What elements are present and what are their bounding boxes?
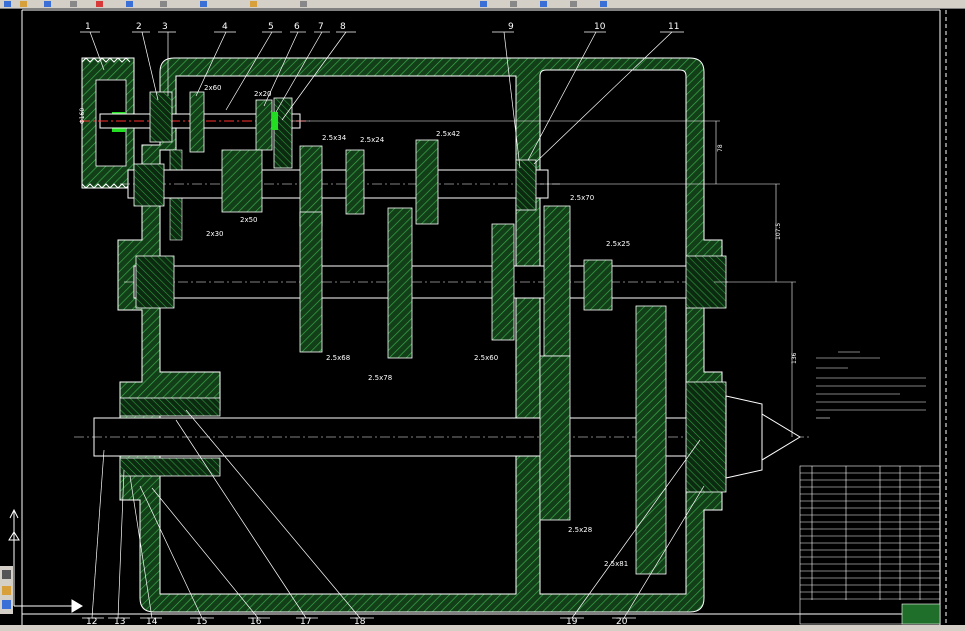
callout-number: 10 [594, 22, 606, 32]
toolbar-icon[interactable] [126, 1, 133, 7]
toolbar-icon[interactable] [250, 1, 257, 7]
callout-number: 8 [340, 22, 346, 32]
gear-label: 2.5x28 [568, 526, 592, 534]
toolbar-strip [0, 0, 965, 9]
toolbar-icon[interactable] [600, 1, 607, 7]
callout-number: 13 [114, 617, 125, 627]
toolbar-icon[interactable] [96, 1, 103, 7]
callout-number: 18 [354, 617, 366, 627]
callout-number: 7 [318, 22, 324, 32]
callout-number: 9 [508, 22, 514, 32]
toolbar-icon[interactable] [510, 1, 517, 7]
gear-label: 2.5x78 [368, 374, 392, 382]
callout-number: 6 [294, 22, 300, 32]
gear-label: 2.5x70 [570, 194, 594, 202]
toolbar-icon[interactable] [300, 1, 307, 7]
command-line-strip[interactable] [0, 625, 965, 631]
gear-label: 2.5x42 [436, 130, 460, 138]
callout-number: 20 [616, 617, 628, 627]
gear-label: 2.5x81 [604, 560, 628, 568]
gear-label: 2x50 [240, 216, 258, 224]
toolbar-icon[interactable] [20, 1, 27, 7]
technical-notes [816, 351, 926, 419]
gear-label: 2.5x25 [606, 240, 630, 248]
callout-number: 11 [668, 22, 679, 32]
toolbar-icon[interactable] [44, 1, 51, 7]
gear-label: 2.5x68 [326, 354, 350, 362]
ucs-axis-icon [8, 508, 83, 613]
gear-label: 2.5x60 [474, 354, 498, 362]
dimension-d1: Φ160 [79, 108, 86, 124]
shaft-1 [80, 91, 310, 169]
gear-spec-labels: 2x60 2x20 2x30 2x50 2.5x34 2.5x24 2.5x42… [204, 84, 630, 568]
toolbar-icon[interactable] [540, 1, 547, 7]
dimension-d3: 107.5 [775, 223, 782, 240]
tool-icon[interactable] [2, 586, 11, 595]
callout-number: 15 [196, 617, 207, 627]
callout-number: 14 [146, 617, 158, 627]
callout-number: 4 [222, 22, 228, 32]
shaft-3 [124, 205, 730, 359]
tool-icon[interactable] [2, 600, 11, 609]
toolbar-icon[interactable] [570, 1, 577, 7]
callout-number: 16 [250, 617, 262, 627]
dimension-d2: 78 [717, 144, 724, 152]
callout-number: 17 [300, 617, 311, 627]
toolbar-icon[interactable] [160, 1, 167, 7]
toolbar-icon[interactable] [200, 1, 207, 7]
parts-list-table [799, 465, 941, 625]
callout-number: 2 [136, 22, 142, 32]
gear-label: 2x20 [254, 90, 272, 98]
callout-number: 12 [86, 617, 97, 627]
side-tool-palette[interactable] [0, 566, 13, 614]
drawing-frame [21, 9, 947, 625]
callout-number: 19 [566, 617, 578, 627]
gear-label: 2.5x34 [322, 134, 347, 142]
dimension-d4: 136 [791, 352, 798, 364]
callout-number: 5 [268, 22, 274, 32]
callout-numbers: 1 2 3 4 5 6 7 8 9 10 11 12 13 14 15 16 1… [85, 22, 679, 627]
shaft-2 [120, 139, 560, 227]
callout-number: 1 [85, 22, 91, 32]
callout-number: 3 [162, 22, 168, 32]
toolbar-icon[interactable] [4, 1, 11, 7]
gear-label: 2x30 [206, 230, 224, 238]
toolbar-icon[interactable] [480, 1, 487, 7]
toolbar-icon[interactable] [70, 1, 77, 7]
gear-label: 2x60 [204, 84, 222, 92]
tool-icon[interactable] [2, 570, 11, 579]
dimension-lines [292, 120, 796, 437]
callout-leaders [80, 31, 705, 619]
gear-label: 2.5x24 [360, 136, 385, 144]
